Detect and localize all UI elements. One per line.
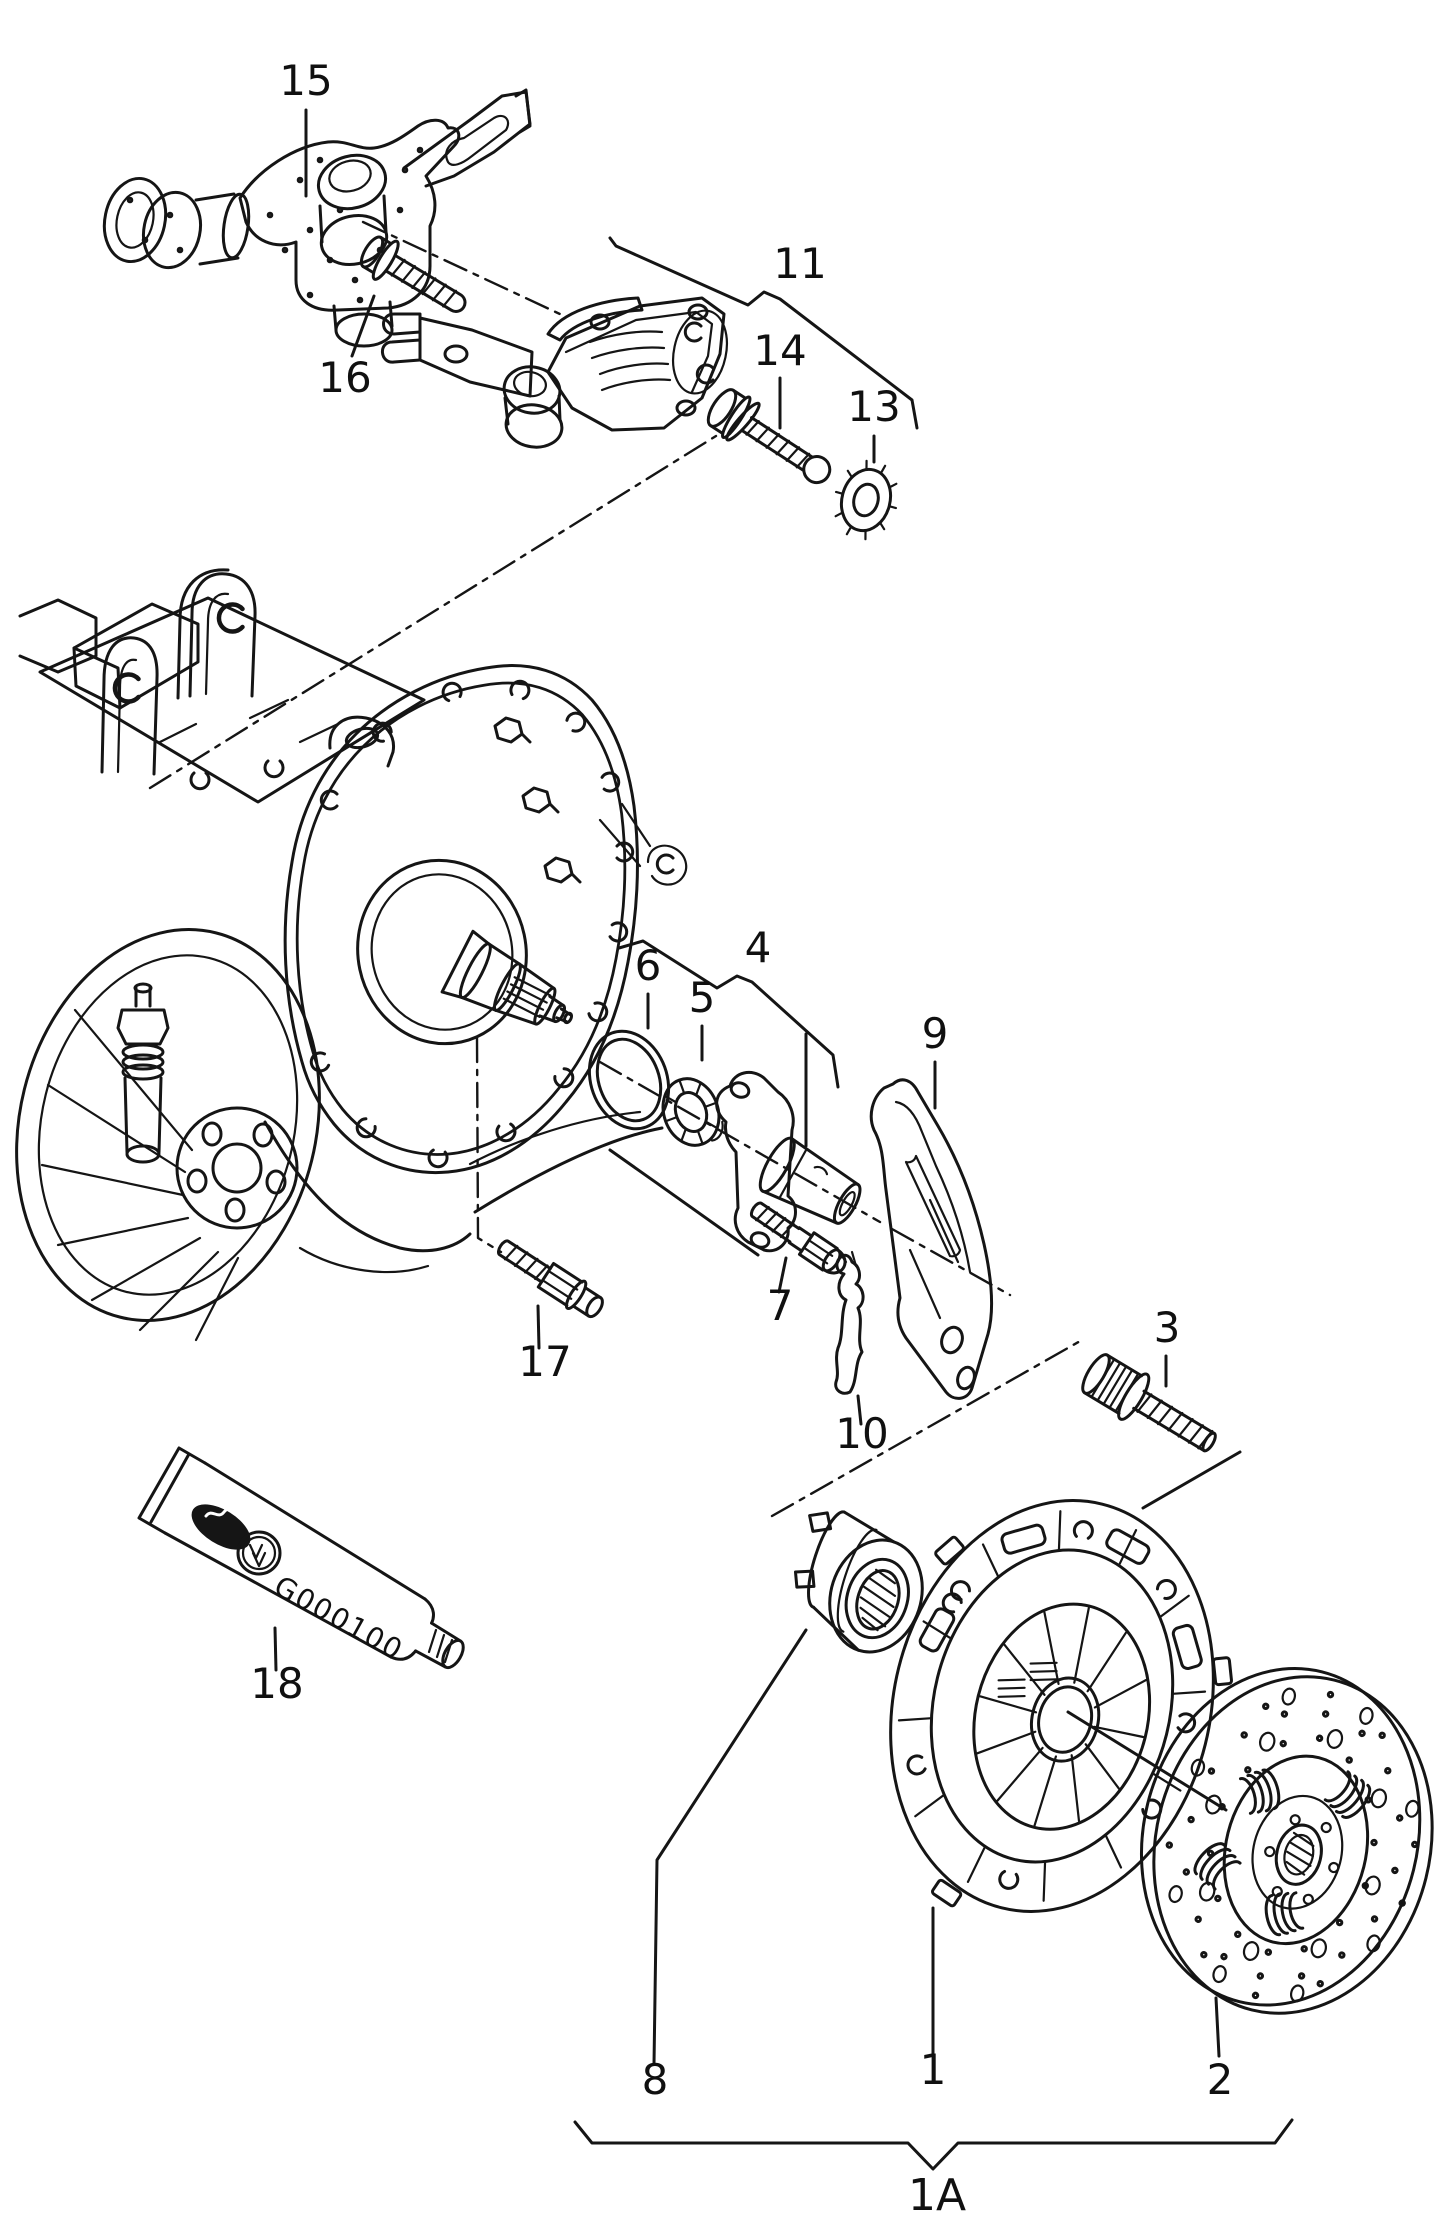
callout-8: 8 <box>642 2055 669 2104</box>
part-9-cover-plate <box>869 1078 993 1400</box>
input-shaft <box>440 929 574 1026</box>
callout-9: 9 <box>922 1009 949 1058</box>
part-3-bolt <box>1081 1353 1217 1453</box>
callout-13: 13 <box>847 382 900 431</box>
friction-stipple <box>1165 1690 1419 2000</box>
callout-3: 3 <box>1154 1303 1181 1352</box>
part-2-clutch-disc <box>1139 1667 1434 2015</box>
part-6-o-ring <box>587 1029 671 1131</box>
part-11-release-lever <box>381 296 728 449</box>
callout-labels: 15 16 11 14 13 6 5 4 9 7 10 17 3 18 8 1 … <box>250 56 1233 2221</box>
case-bolt-icons <box>493 716 582 884</box>
stipple-texture <box>126 146 424 304</box>
callout-17: 17 <box>518 1337 571 1386</box>
callout-11: 11 <box>773 239 826 288</box>
part-15-release-shaft <box>102 88 532 348</box>
switch-plug <box>116 982 170 1164</box>
callout-5: 5 <box>689 973 716 1022</box>
part-14-screw <box>706 388 832 485</box>
callout-7: 7 <box>767 1281 794 1330</box>
part-1-pressure-plate <box>889 1499 1233 1913</box>
part-4-guide-sleeve <box>715 1070 862 1253</box>
part-16-bolt <box>359 235 467 313</box>
part-18-lubricant-tube: G000100 <box>137 1446 465 1670</box>
callout-1a: 1A <box>908 2170 966 2221</box>
callout-18: 18 <box>250 1659 303 1708</box>
callout-2: 2 <box>1207 2055 1234 2104</box>
callout-15: 15 <box>279 56 332 105</box>
part-17-bolt <box>497 1239 604 1319</box>
callout-4: 4 <box>745 923 772 972</box>
group-bracket-1a <box>573 2118 1294 2171</box>
callout-1: 1 <box>920 2045 947 2094</box>
part-7-bolt <box>749 1201 847 1275</box>
callout-14: 14 <box>753 326 806 375</box>
callout-10: 10 <box>835 1409 888 1458</box>
part-10-spring-clip <box>834 1248 865 1395</box>
part-13-lock-washer <box>834 459 898 541</box>
leader-lines <box>273 108 1242 2066</box>
gearbox-drawing <box>15 568 760 1342</box>
tube-code-label: G000100 <box>269 1569 410 1667</box>
callout-16: 16 <box>318 353 371 402</box>
part-5-seal <box>661 1077 724 1147</box>
callout-6: 6 <box>635 941 662 990</box>
vw-roundel-badge <box>236 1530 282 1576</box>
